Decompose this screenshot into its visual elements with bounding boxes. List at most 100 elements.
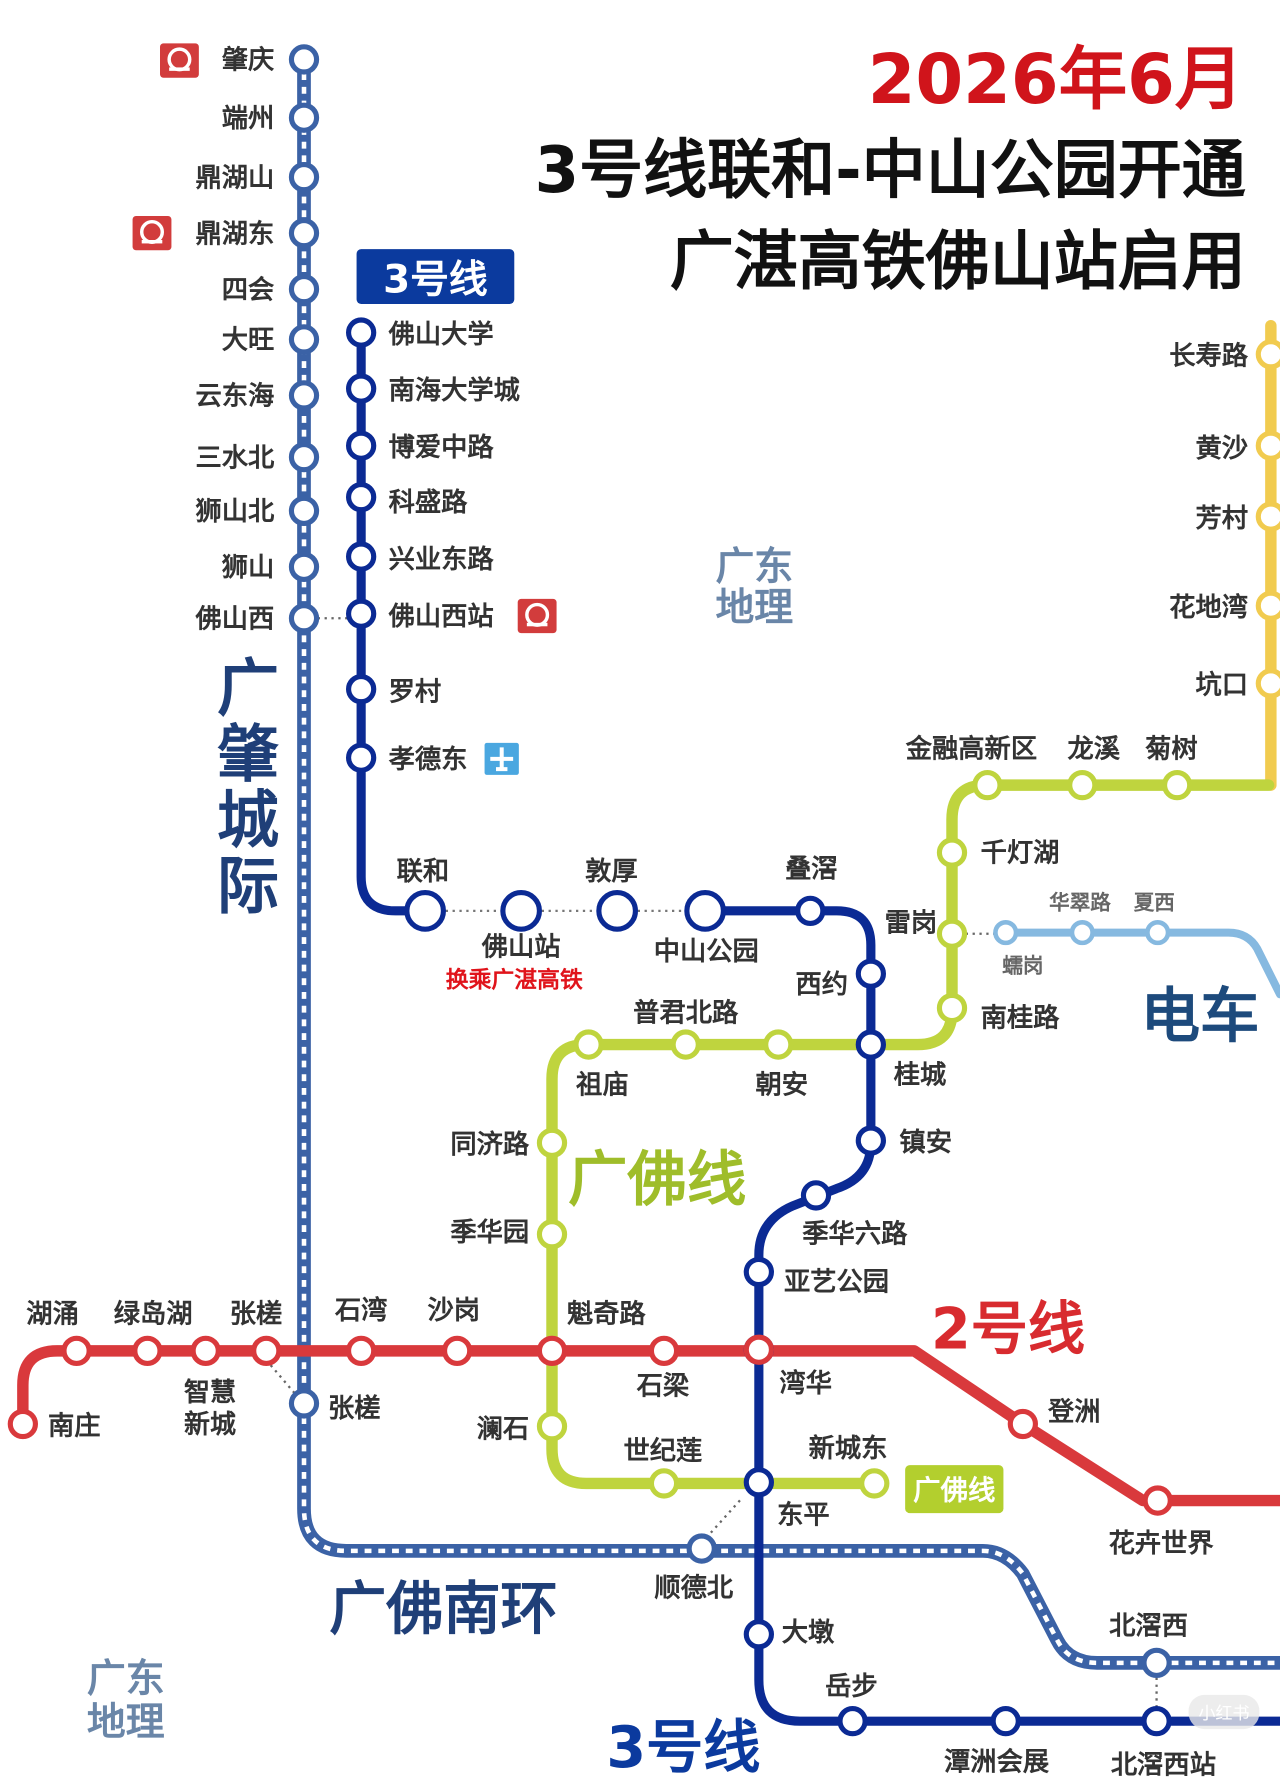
station-marker[interactable] bbox=[288, 162, 320, 193]
station-label[interactable]: 佛山大学 bbox=[388, 319, 494, 350]
station-label[interactable]: 千灯湖 bbox=[981, 839, 1060, 869]
station-label[interactable]: 潭洲会展 bbox=[944, 1747, 1050, 1777]
station-marker[interactable] bbox=[800, 1180, 832, 1211]
station-marker[interactable] bbox=[251, 1335, 282, 1366]
station-marker[interactable] bbox=[993, 920, 1019, 946]
station-label[interactable]: 中山公园 bbox=[654, 937, 759, 967]
station-marker[interactable] bbox=[1255, 668, 1280, 699]
station-label[interactable]: 北滘西站 bbox=[1111, 1751, 1216, 1781]
station-marker[interactable] bbox=[1141, 1706, 1172, 1737]
station-label[interactable]: 长寿路 bbox=[1169, 341, 1249, 372]
station-label[interactable]: 大旺 bbox=[222, 326, 275, 356]
station-marker[interactable] bbox=[500, 889, 542, 932]
station-marker[interactable] bbox=[536, 1335, 568, 1366]
station-label[interactable]: 魁奇路 bbox=[567, 1298, 647, 1329]
station-marker[interactable] bbox=[288, 273, 320, 305]
station-label[interactable]: 东平 bbox=[777, 1499, 830, 1530]
station-label[interactable]: 桂城 bbox=[894, 1060, 947, 1090]
station-label[interactable]: 联和 bbox=[397, 857, 450, 887]
station-marker[interactable] bbox=[859, 1468, 890, 1499]
station-label[interactable]: 龙溪 bbox=[1067, 735, 1120, 765]
station-marker[interactable] bbox=[288, 380, 320, 411]
station-label[interactable]: 南海大学城 bbox=[389, 375, 520, 406]
station-marker[interactable] bbox=[936, 992, 968, 1024]
station-label[interactable]: 狮山北 bbox=[195, 497, 275, 527]
station-label[interactable]: 北滘西 bbox=[1109, 1611, 1188, 1641]
station-marker[interactable] bbox=[345, 742, 377, 773]
station-label[interactable]: 科盛路 bbox=[389, 487, 469, 518]
station-marker[interactable] bbox=[345, 373, 377, 404]
station-label[interactable]: 湾华 bbox=[779, 1368, 832, 1399]
station-marker[interactable] bbox=[795, 895, 826, 926]
station-marker[interactable] bbox=[345, 598, 377, 629]
station-label[interactable]: 云东海 bbox=[195, 381, 274, 412]
station-label[interactable]: 雷岗 bbox=[885, 908, 938, 938]
station-marker[interactable] bbox=[936, 918, 968, 949]
station-marker[interactable] bbox=[288, 495, 320, 526]
station-marker[interactable] bbox=[855, 1029, 886, 1060]
station-label[interactable]: 鼎湖山 bbox=[195, 163, 274, 193]
station-marker[interactable] bbox=[684, 889, 726, 932]
station-label[interactable]: 夏西 bbox=[1134, 891, 1175, 915]
station-label[interactable]: 花地湾 bbox=[1169, 592, 1248, 623]
station-marker[interactable] bbox=[1142, 1485, 1173, 1516]
station-label[interactable]: 蠕岗 bbox=[1002, 954, 1043, 978]
station-marker[interactable] bbox=[1141, 1647, 1172, 1678]
station-marker[interactable] bbox=[990, 1706, 1021, 1737]
station-marker[interactable] bbox=[132, 1335, 163, 1366]
station-label[interactable]: 佛山西站 bbox=[388, 602, 494, 632]
station-label[interactable]: 三水北 bbox=[195, 443, 275, 473]
station-marker[interactable] bbox=[345, 430, 377, 461]
station-label[interactable]: 鼎湖东 bbox=[195, 218, 274, 249]
station-label[interactable]: 张槎 bbox=[328, 1393, 381, 1424]
station-label[interactable]: 世纪莲 bbox=[623, 1435, 702, 1466]
station-marker[interactable] bbox=[670, 1029, 701, 1060]
station-label[interactable]: 澜石 bbox=[477, 1415, 530, 1445]
station-label[interactable]: 菊树 bbox=[1145, 734, 1198, 765]
station-label[interactable]: 岳步 bbox=[825, 1671, 878, 1702]
station-label[interactable]: 叠滘 bbox=[785, 855, 838, 885]
station-marker[interactable] bbox=[743, 1467, 774, 1498]
station-label[interactable]: 石湾 bbox=[334, 1295, 388, 1326]
station-marker[interactable] bbox=[7, 1408, 38, 1440]
station-label[interactable]: 黄沙 bbox=[1195, 434, 1248, 464]
station-marker[interactable] bbox=[345, 674, 377, 705]
station-marker[interactable] bbox=[1007, 1408, 1038, 1440]
station-label[interactable]: 顺德北 bbox=[654, 1574, 734, 1604]
station-marker[interactable] bbox=[1255, 501, 1280, 532]
station-label[interactable]: 兴业东路 bbox=[389, 544, 495, 575]
station-label[interactable]: 狮山 bbox=[222, 553, 275, 583]
station-label[interactable]: 坑口 bbox=[1195, 670, 1248, 701]
station-label[interactable]: 西约 bbox=[795, 969, 848, 1000]
station-label[interactable]: 金融高新区 bbox=[905, 734, 1037, 765]
station-marker[interactable] bbox=[573, 1029, 604, 1060]
station-label[interactable]: 同济路 bbox=[450, 1129, 530, 1160]
station-label[interactable]: 佛山西 bbox=[194, 604, 274, 634]
station-marker[interactable] bbox=[190, 1335, 221, 1366]
station-marker[interactable] bbox=[1069, 920, 1095, 946]
station-marker[interactable] bbox=[345, 481, 377, 513]
station-marker[interactable] bbox=[743, 1334, 774, 1365]
station-marker[interactable] bbox=[1162, 770, 1193, 801]
station-marker[interactable] bbox=[648, 1335, 680, 1366]
station-marker[interactable] bbox=[536, 1219, 568, 1250]
station-marker[interactable] bbox=[536, 1411, 568, 1442]
station-marker[interactable] bbox=[1255, 590, 1280, 621]
station-marker[interactable] bbox=[288, 324, 320, 355]
station-marker[interactable] bbox=[743, 1619, 774, 1650]
station-label[interactable]: 沙岗 bbox=[427, 1296, 480, 1326]
station-marker[interactable] bbox=[345, 317, 377, 348]
station-label[interactable]: 敦厚 bbox=[585, 856, 638, 887]
station-label[interactable]: 亚艺公园 bbox=[784, 1267, 889, 1297]
station-marker[interactable] bbox=[1145, 920, 1171, 946]
station-label[interactable]: 普君北路 bbox=[633, 998, 739, 1029]
station-marker[interactable] bbox=[288, 218, 320, 249]
station-marker[interactable] bbox=[288, 102, 320, 133]
station-label[interactable]: 罗村 bbox=[389, 678, 442, 708]
station-marker[interactable] bbox=[288, 603, 320, 634]
station-label[interactable]: 花卉世界 bbox=[1109, 1529, 1215, 1559]
station-label[interactable]: 登洲 bbox=[1047, 1397, 1101, 1428]
station-label[interactable]: 肇庆 bbox=[222, 45, 275, 76]
station-label[interactable]: 石梁 bbox=[636, 1371, 690, 1401]
station-marker[interactable] bbox=[596, 889, 638, 932]
